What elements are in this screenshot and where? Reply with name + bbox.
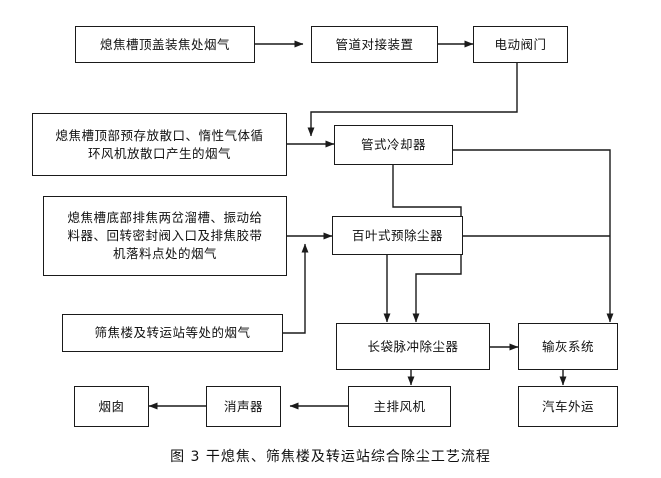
node-coke-top-vent-gas-line1: 熄焦槽顶部预存放散口、惰性气体循 <box>55 127 264 143</box>
node-pipe-docking-device-label: 管道对接装置 <box>335 36 414 52</box>
node-screening-transfer-gas[interactable]: 筛焦楼及转运站等处的烟气 <box>62 314 283 352</box>
node-silencer-label: 消声器 <box>223 398 263 414</box>
node-electric-valve-label: 电动阀门 <box>494 36 547 52</box>
node-tubular-cooler-label: 管式冷却器 <box>360 137 426 153</box>
node-ash-conveying-system-label: 输灰系统 <box>541 338 594 354</box>
node-coke-top-charging-gas[interactable]: 熄焦槽顶盖装焦处烟气 <box>75 26 255 63</box>
node-ash-conveying-system[interactable]: 输灰系统 <box>518 323 618 370</box>
node-screening-transfer-gas-label: 筛焦楼及转运站等处的烟气 <box>94 325 251 341</box>
node-chimney-label: 烟囱 <box>98 398 125 414</box>
edge-cooler-to-ash-system <box>453 149 614 323</box>
node-truck-transport-out-label: 汽车外运 <box>541 398 594 414</box>
node-louvre-pre-duster[interactable]: 百叶式预除尘器 <box>332 216 463 255</box>
node-chimney[interactable]: 烟囱 <box>74 386 149 427</box>
node-coke-top-charging-gas-label: 熄焦槽顶盖装焦处烟气 <box>99 36 230 52</box>
node-main-exhaust-fan-label: 主排风机 <box>373 398 426 414</box>
node-pipe-docking-device[interactable]: 管道对接装置 <box>311 26 438 63</box>
node-louvre-pre-duster-label: 百叶式预除尘器 <box>351 227 443 243</box>
node-coke-bottom-gas-line2: 料器、回转密封阀入口及排焦胶带 <box>67 228 263 244</box>
figure-caption: 图 3 干熄焦、筛焦楼及转运站综合除尘工艺流程 <box>170 449 491 465</box>
node-coke-top-vent-gas[interactable]: 熄焦槽顶部预存放散口、惰性气体循 环风机放散口产生的烟气 <box>32 113 287 176</box>
node-long-bag-pulse-duster[interactable]: 长袋脉冲除尘器 <box>336 323 490 370</box>
node-main-exhaust-fan[interactable]: 主排风机 <box>348 386 451 427</box>
node-coke-bottom-gas-line3: 机落料点处的烟气 <box>112 245 217 261</box>
node-tubular-cooler[interactable]: 管式冷却器 <box>334 125 453 165</box>
node-coke-bottom-gas-line1: 熄焦槽底部排焦两岔溜槽、振动给 <box>67 210 263 226</box>
node-long-bag-pulse-duster-label: 长袋脉冲除尘器 <box>367 338 459 354</box>
node-electric-valve[interactable]: 电动阀门 <box>473 26 568 63</box>
node-silencer[interactable]: 消声器 <box>206 386 281 427</box>
node-coke-top-vent-gas-line2: 环风机放散口产生的烟气 <box>87 145 231 161</box>
node-truck-transport-out[interactable]: 汽车外运 <box>518 386 618 427</box>
node-coke-bottom-gas[interactable]: 熄焦槽底部排焦两岔溜槽、振动给 料器、回转密封阀入口及排焦胶带 机落料点处的烟气 <box>43 196 287 276</box>
